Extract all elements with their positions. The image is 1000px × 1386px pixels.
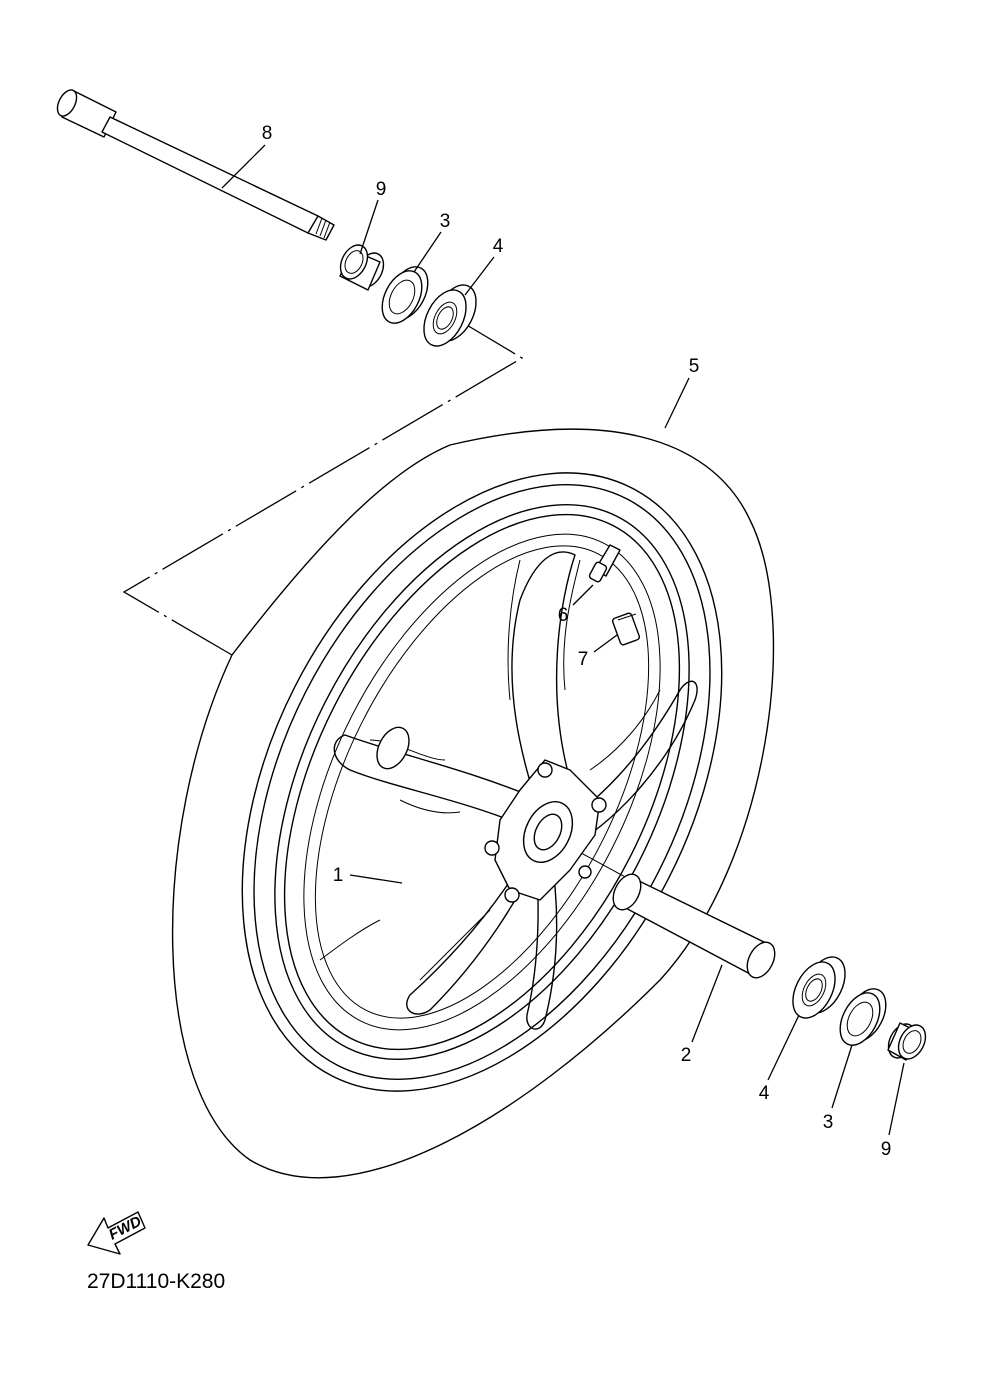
valve — [588, 544, 621, 583]
callout-oil-seal-bottom: 3 — [823, 1112, 834, 1133]
axle-center-line — [122, 317, 524, 656]
callout-bearing-top: 4 — [493, 236, 504, 257]
callout-oil-seal-top: 3 — [440, 211, 451, 232]
bearing-bottom — [792, 956, 846, 1019]
callout-spacer-bottom: 9 — [881, 1139, 892, 1160]
callout-wheel: 1 — [333, 865, 344, 886]
fwd-arrow-icon: FWD — [87, 1211, 146, 1255]
callouts: 8 9 3 4 5 6 7 1 2 4 3 9 — [262, 123, 892, 1160]
sensor — [611, 612, 641, 646]
bearing-top — [423, 284, 477, 347]
axle — [56, 89, 335, 241]
callout-sensor: 7 — [578, 649, 589, 670]
leader-lines — [221, 144, 905, 1136]
spacer-bottom — [887, 1022, 927, 1061]
wheel — [274, 504, 698, 1060]
part-code: 27D1110-K280 — [87, 1270, 225, 1293]
oil-seal-bottom — [839, 988, 887, 1046]
tire — [171, 428, 775, 1179]
callout-collar: 2 — [681, 1045, 692, 1066]
callout-spacer-top: 9 — [376, 179, 387, 200]
callout-axle: 8 — [262, 123, 273, 144]
callout-valve: 6 — [558, 605, 569, 626]
collar — [612, 873, 776, 979]
callout-bearing-bottom: 4 — [759, 1083, 770, 1104]
callout-tire: 5 — [689, 356, 700, 377]
